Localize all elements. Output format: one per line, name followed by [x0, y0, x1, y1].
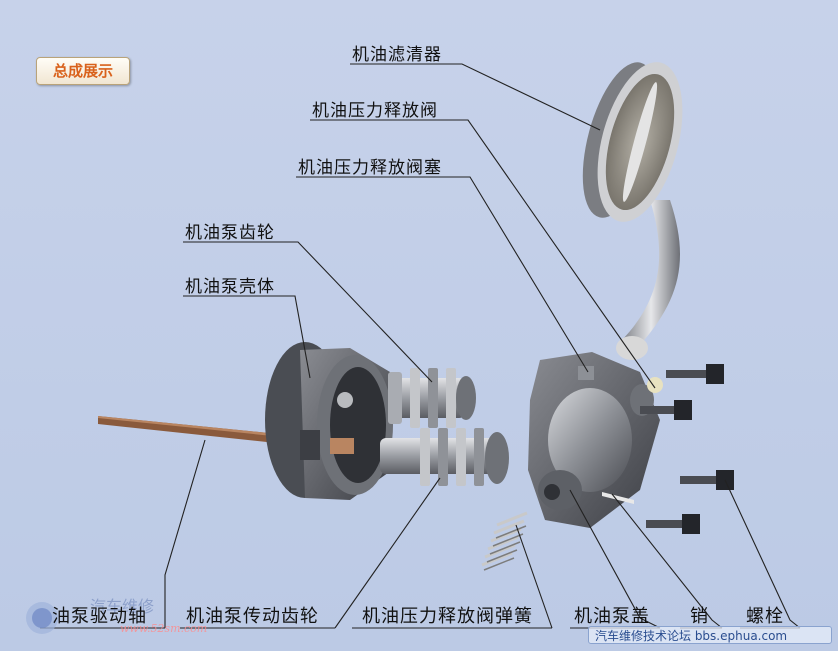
label-pump-housing: 机油泵壳体: [185, 277, 275, 297]
label-relief-valve-plug: 机油压力释放阀塞: [298, 158, 442, 178]
label-pin: 销: [690, 606, 709, 627]
label-relief-valve: 机油压力释放阀: [312, 101, 438, 121]
bolt-parts: [640, 364, 734, 534]
svg-text:汽车维修: 汽车维修: [90, 597, 154, 616]
leader-relief-valve-plug: [296, 176, 589, 373]
leader-pump-cover: [569, 489, 661, 629]
relief-valve-spring-part: [481, 511, 528, 571]
label-oil-strainer: 机油滤清器: [352, 45, 442, 65]
leader-bolt: [724, 479, 801, 629]
forum-watermark: 汽车维修技术论坛 bbs.ephua.com: [588, 626, 832, 644]
watermark-site-text: www.52sm.com: [120, 622, 208, 635]
pump-gear-part: [388, 368, 476, 428]
leader-pump-gear: [183, 241, 433, 383]
leader-relief-spring: [515, 524, 553, 629]
label-pump-gear: 机油泵齿轮: [185, 223, 275, 243]
leader-pin: [611, 493, 723, 629]
leader-relief-valve: [310, 119, 656, 389]
label-pump-cover: 机油泵盖: [574, 606, 650, 627]
oil-strainer-part: [582, 62, 683, 360]
leader-drive-gear: [334, 477, 441, 629]
leader-oil-strainer: [350, 63, 601, 131]
label-relief-spring: 机油压力释放阀弹簧: [362, 606, 533, 627]
assembly-display-button[interactable]: 总成展示: [36, 57, 130, 85]
pump-housing-part: [265, 342, 393, 500]
label-drive-gear: 机油泵传动齿轮: [186, 606, 319, 627]
drive-gear-part: [330, 428, 509, 486]
leader-pump-housing: [183, 295, 311, 379]
pump-cover-part: [528, 352, 663, 528]
watermark-logo-icon: 汽车维修: [20, 590, 185, 640]
leader-drive-shaft: [164, 439, 206, 628]
label-drive-shaft: 油泵驱动轴: [52, 606, 147, 627]
pin-part: [602, 492, 634, 504]
leader-lines: [40, 63, 801, 629]
label-bolt: 螺栓: [746, 606, 784, 627]
